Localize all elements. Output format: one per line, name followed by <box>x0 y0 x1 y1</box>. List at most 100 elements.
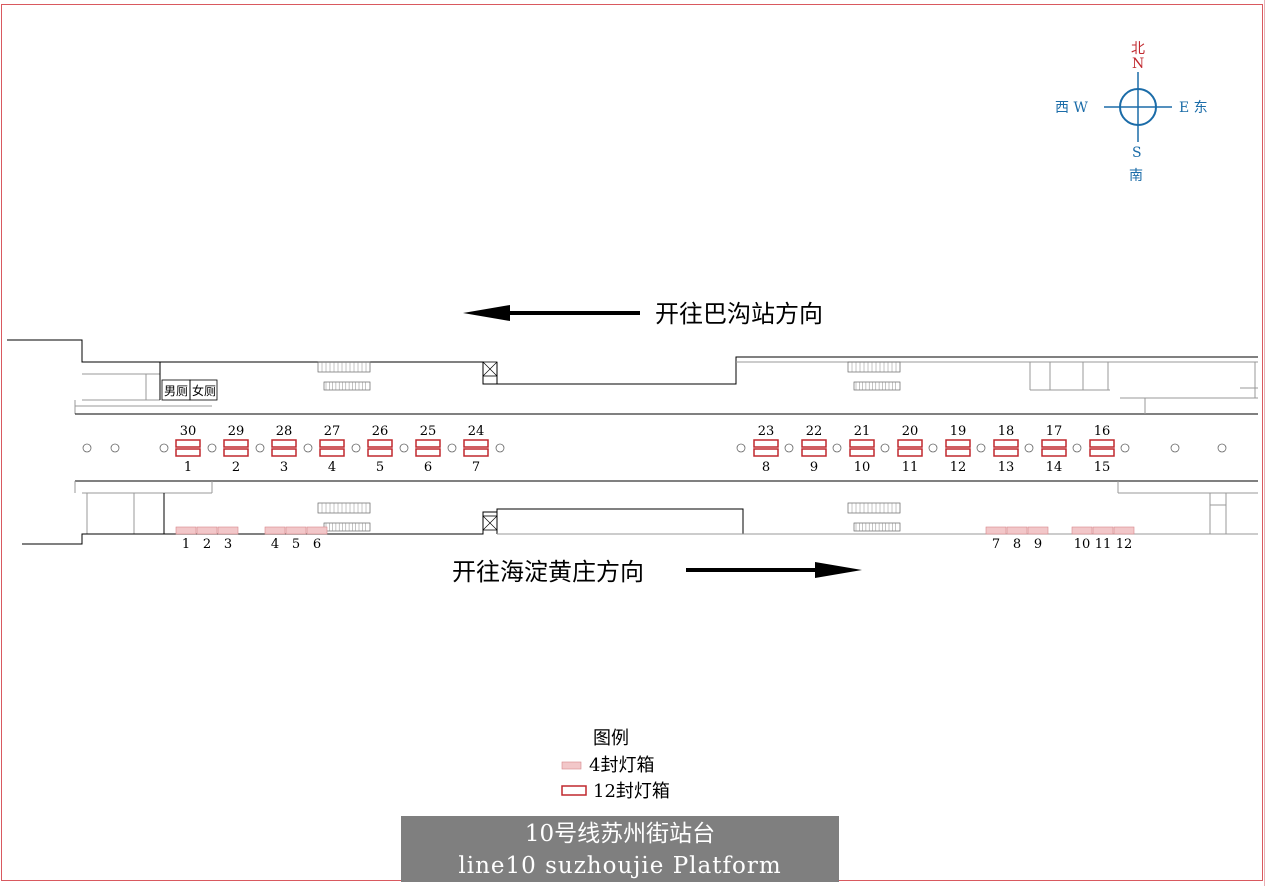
restrooms: 男厕 女厕 <box>161 379 218 401</box>
lightbox-4-11: 11 <box>1092 526 1114 552</box>
lightbox-4-number: 12 <box>1116 537 1133 552</box>
lightbox-12-north-number: 30 <box>180 424 197 439</box>
column-12 <box>784 443 794 453</box>
lightbox-12-north-number: 24 <box>468 424 485 439</box>
column-16 <box>976 443 986 453</box>
lightbox-4-number: 7 <box>992 537 1000 552</box>
stair-3 <box>317 502 371 532</box>
east-direction-label: 开往海淀黄庄方向 <box>452 558 644 586</box>
lightbox-12-south-number: 5 <box>376 460 384 475</box>
west-direction-label: 开往巴沟站方向 <box>655 300 823 328</box>
compass-rose: 北 N S 南 西 W E 东 <box>1055 41 1208 184</box>
mens-restroom-label: 男厕 <box>164 384 188 398</box>
frame-edge <box>1264 0 1265 886</box>
column-4 <box>207 443 217 453</box>
lightbox-12-2: 29 2 <box>223 424 249 475</box>
lightbox-12-north-number: 22 <box>806 424 823 439</box>
lightbox-12-north-number: 29 <box>228 424 245 439</box>
column-13 <box>832 443 842 453</box>
title-cn: 10号线苏州街站台 <box>524 821 716 847</box>
lightbox-12-south-number: 6 <box>424 460 432 475</box>
lightbox-4-10: 10 <box>1071 526 1093 552</box>
column-11 <box>736 443 746 453</box>
compass-south: S <box>1132 145 1142 161</box>
platform-columns <box>82 443 1227 453</box>
lightbox-12-north-number: 28 <box>276 424 293 439</box>
lightbox-4-number: 5 <box>292 537 300 552</box>
lightbox-4-2: 2 <box>196 526 218 552</box>
stair-1 <box>317 361 371 391</box>
lightbox-12-8: 23 8 <box>753 424 779 475</box>
compass-north-cn: 北 <box>1131 41 1145 57</box>
legend-12-label: 12封灯箱 <box>593 781 670 802</box>
elevator-south <box>482 515 498 531</box>
column-15 <box>928 443 938 453</box>
lightbox-12-south-number: 4 <box>328 460 336 475</box>
stairs-group <box>317 361 901 532</box>
lightbox-12-north-number: 20 <box>902 424 919 439</box>
lightbox-12-7: 24 7 <box>463 424 489 475</box>
legend-4-swatch <box>561 761 582 770</box>
elevator-north <box>482 361 498 377</box>
lightbox-12-south-number: 3 <box>280 460 288 475</box>
column-8 <box>399 443 409 453</box>
lightbox-12-9: 22 9 <box>801 424 827 475</box>
lightbox-12-south-number: 8 <box>762 460 770 475</box>
lightbox-4-number: 4 <box>271 537 279 552</box>
column-10 <box>495 443 505 453</box>
legend-12-swatch <box>561 785 587 796</box>
column-18 <box>1072 443 1082 453</box>
lightbox-12-north-number: 27 <box>324 424 341 439</box>
column-1 <box>82 443 92 453</box>
lightbox-4-number: 2 <box>203 537 211 552</box>
column-3 <box>159 443 169 453</box>
column-2 <box>110 443 120 453</box>
column-21 <box>1217 443 1227 453</box>
lightbox-12-south-number: 10 <box>854 460 871 475</box>
lightbox-12-south-number: 12 <box>950 460 967 475</box>
east-direction: 开往海淀黄庄方向 <box>452 558 862 586</box>
womens-restroom-label: 女厕 <box>192 383 216 398</box>
lightbox-12-north-number: 16 <box>1094 424 1111 439</box>
lightbox-4-number: 10 <box>1074 537 1091 552</box>
lightbox-12-north-number: 18 <box>998 424 1015 439</box>
lightbox-12-1: 301 <box>175 424 201 475</box>
lightbox-4-number: 3 <box>224 537 232 552</box>
legend-title: 图例 <box>593 728 629 749</box>
lightbox-4-8: 8 <box>1006 526 1028 552</box>
lightbox-4-12: 12 <box>1113 526 1135 552</box>
column-6 <box>303 443 313 453</box>
lightbox-12-south-number: 7 <box>472 460 480 475</box>
lightbox-4-number: 1 <box>182 537 190 552</box>
lightbox-4-3: 3 <box>217 526 239 552</box>
lightbox-4-number: 6 <box>313 537 321 552</box>
title-en: line10 suzhoujie Platform <box>458 853 782 879</box>
lightbox-12-north-number: 23 <box>758 424 775 439</box>
lightbox-12-6: 256 <box>415 424 441 475</box>
column-17 <box>1024 443 1034 453</box>
lightbox-12-3: 28 3 <box>271 424 297 475</box>
lightbox-4-7: 7 <box>985 526 1007 552</box>
lightbox-4-9: 9 <box>1027 526 1049 552</box>
lightbox-12-south-number: 2 <box>232 460 240 475</box>
column-5 <box>255 443 265 453</box>
lightbox-12-south-number: 15 <box>1094 460 1111 475</box>
stair-4 <box>847 502 901 532</box>
stair-2 <box>847 361 901 391</box>
lightbox-4-4: 4 <box>264 526 286 552</box>
compass-east: E 东 <box>1179 100 1208 116</box>
lightbox-12-north-number: 26 <box>372 424 389 439</box>
lightbox-4-6: 6 <box>306 526 328 552</box>
lightbox-12-south-number: 9 <box>810 460 818 475</box>
lightbox-12-south-number: 13 <box>998 460 1015 475</box>
lightboxes-12-sheet: 3012922832742652562472382292110201119121… <box>175 424 1115 475</box>
column-20 <box>1170 443 1180 453</box>
